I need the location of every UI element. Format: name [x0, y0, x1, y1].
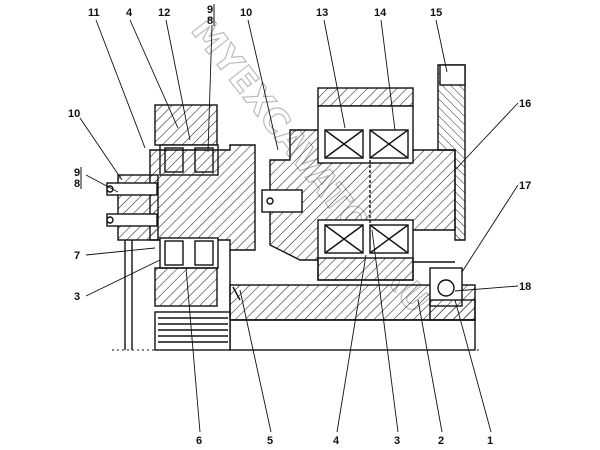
callout-bottom-1: 6	[196, 435, 202, 447]
planet-carrier	[149, 144, 256, 251]
planet-gear-lower	[154, 267, 218, 307]
callout-bottom-6: 1	[487, 435, 493, 447]
callouts: 11 4 12 9 8 10 13 14 15 10 9 8 7 3 16 17…	[68, 4, 531, 447]
callout-top-4: 9	[207, 4, 213, 16]
callout-left-2: 9	[74, 167, 80, 179]
callout-bottom-4: 3	[394, 435, 400, 447]
callout-right-1: 16	[519, 98, 531, 110]
callout-top-8: 14	[374, 7, 387, 19]
bearing-upper-outer-ring	[317, 87, 414, 107]
callout-top-3: 12	[158, 7, 170, 19]
assembly-geometry	[106, 64, 476, 351]
callout-left-5: 3	[74, 291, 80, 303]
callout-top-7: 13	[316, 7, 328, 19]
callout-bottom-5: 2	[438, 435, 444, 447]
callout-left-4: 7	[74, 250, 80, 262]
callout-top-2: 4	[126, 7, 133, 19]
callout-bottom-2: 5	[267, 435, 273, 447]
callout-left-1: 10	[68, 108, 80, 120]
callout-right-3: 18	[519, 281, 531, 293]
planet-gear-upper	[154, 104, 218, 146]
callout-top-6: 10	[240, 7, 252, 19]
callout-top-9: 15	[430, 7, 442, 19]
callout-left-3: 8	[74, 178, 80, 190]
callout-bottom-3: 4	[333, 435, 340, 447]
callout-top-1: 11	[88, 7, 100, 19]
callout-top-5: 8	[207, 15, 213, 27]
leader-lines	[79, 19, 519, 433]
callout-right-2: 17	[519, 180, 531, 192]
